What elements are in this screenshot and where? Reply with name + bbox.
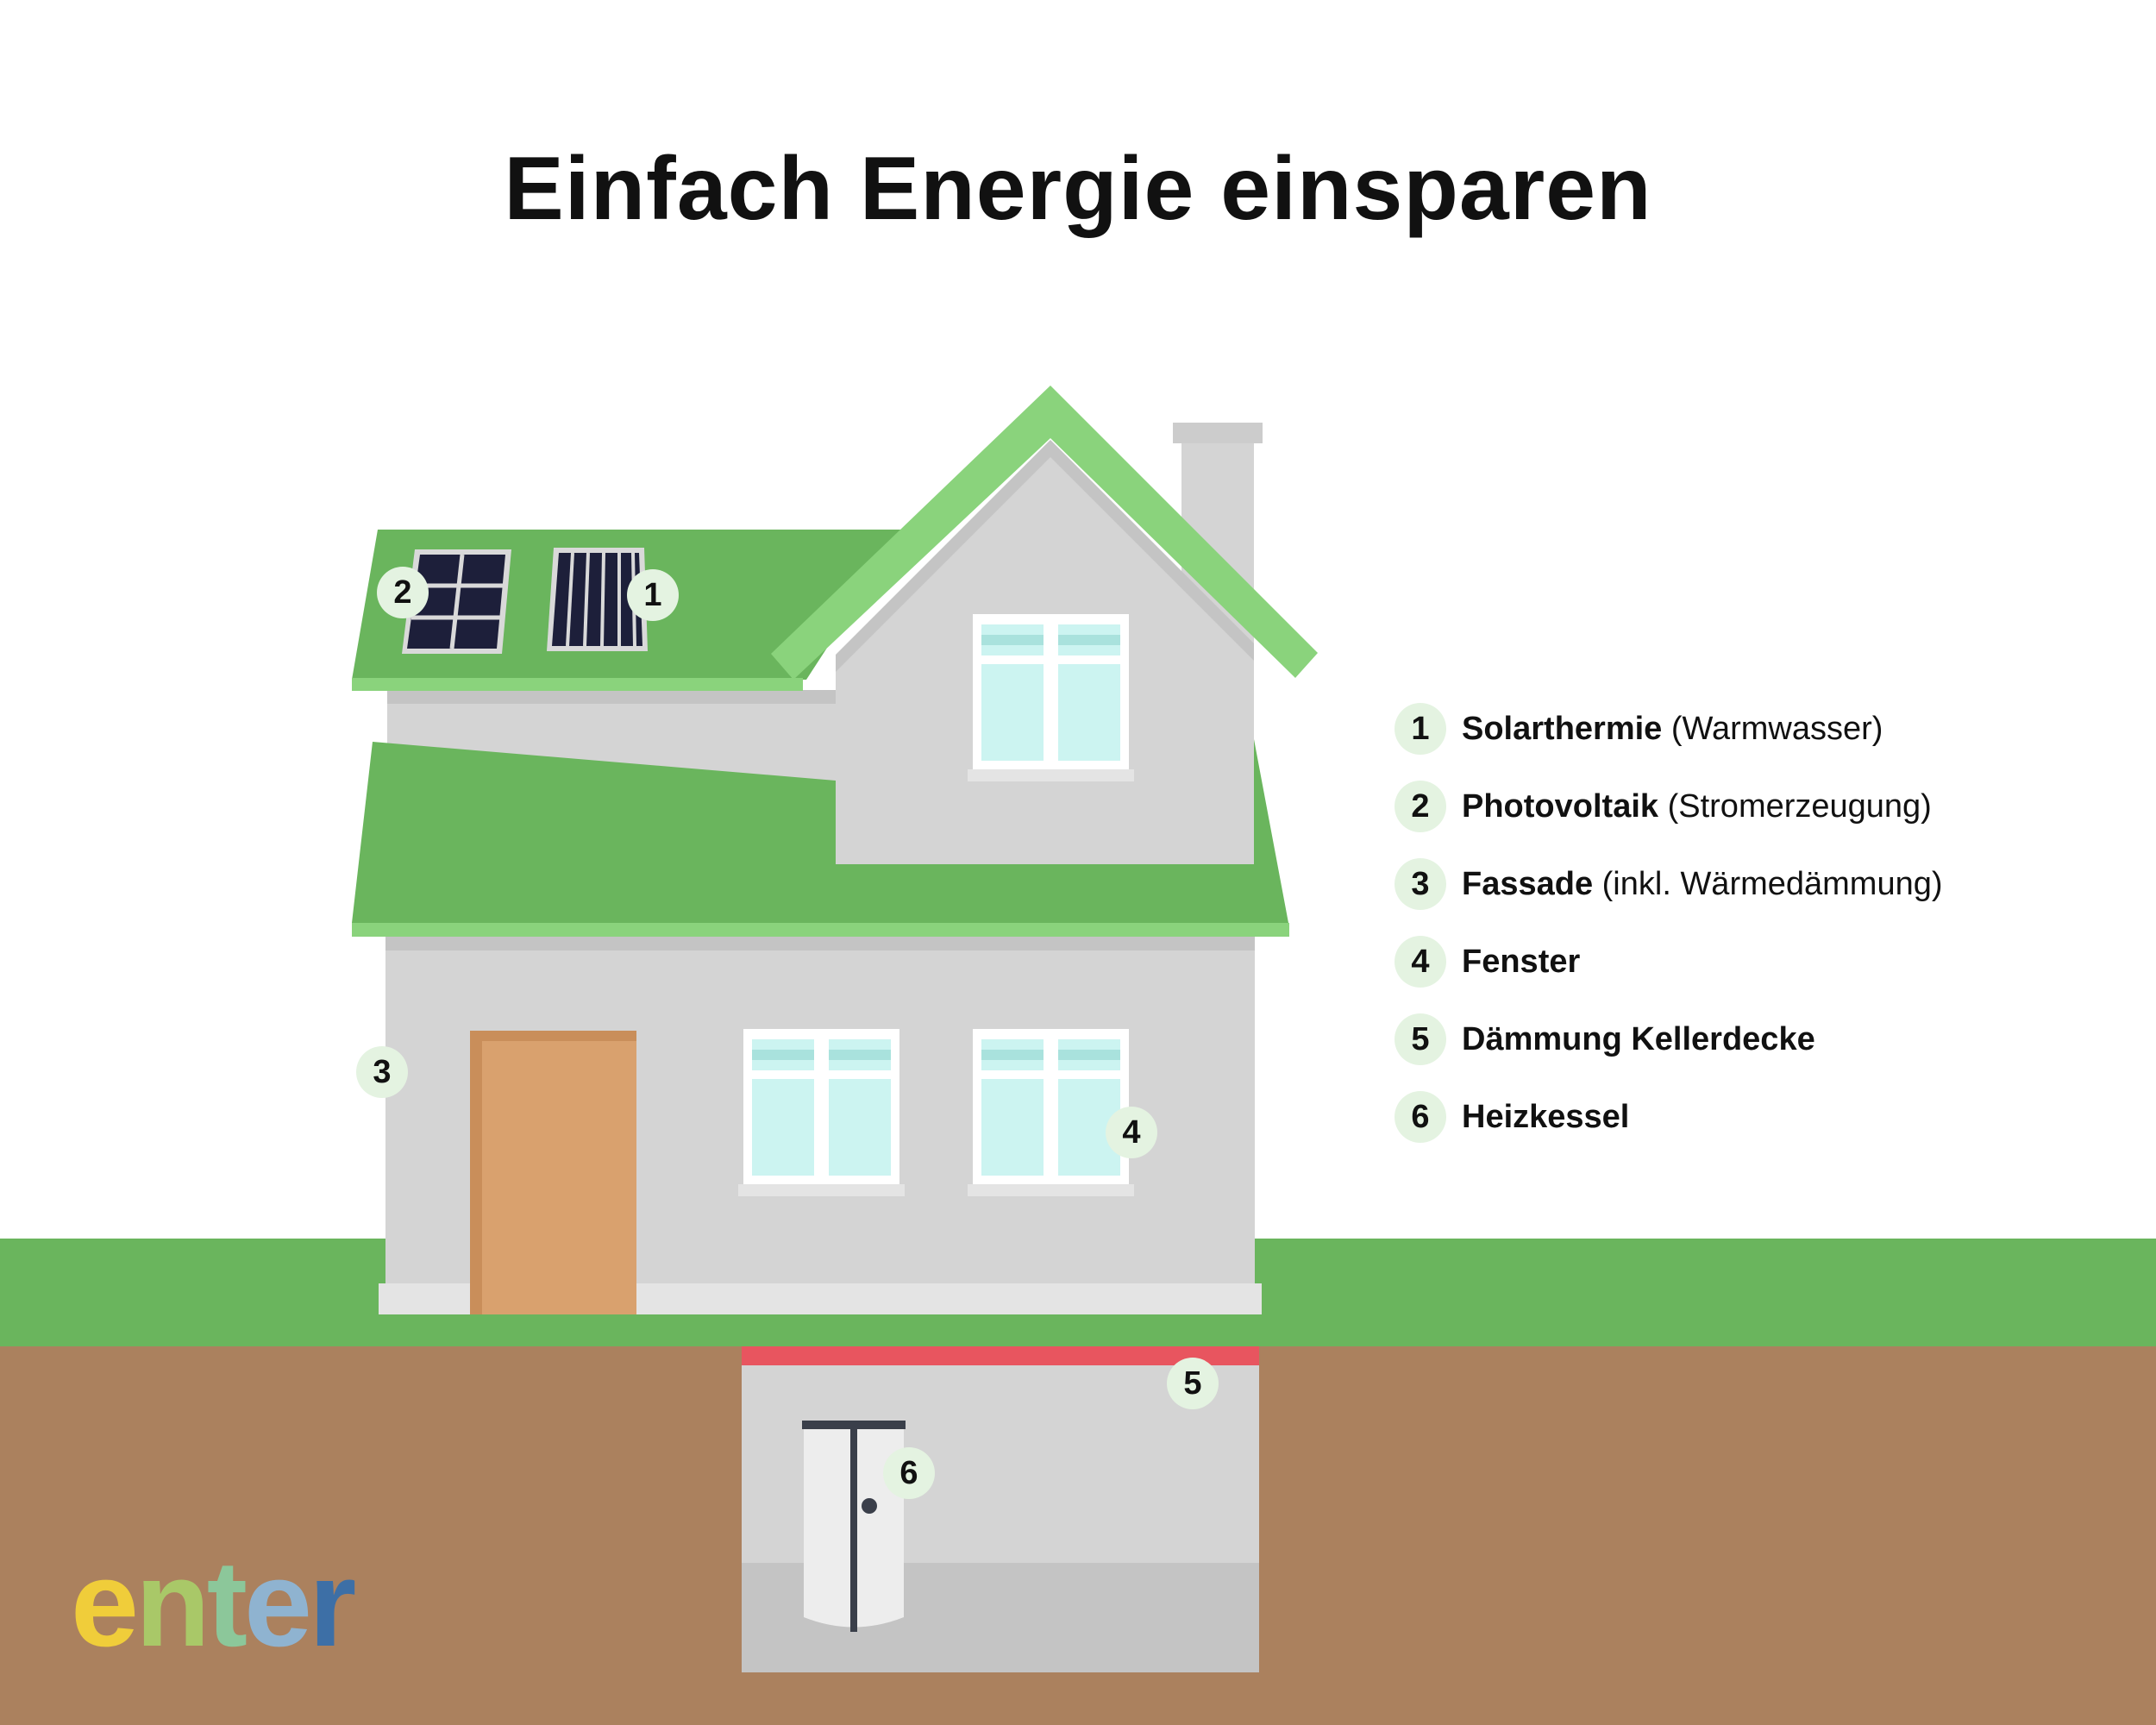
logo-letter: r — [309, 1535, 356, 1672]
legend-number: 3 — [1395, 858, 1446, 910]
legend-label: Photovoltaik — [1462, 787, 1659, 825]
lower-window-right — [968, 1029, 1134, 1196]
legend-text: Fenster — [1462, 944, 1580, 981]
solar-thermal-panel — [547, 548, 648, 651]
legend-number: 5 — [1395, 1013, 1446, 1065]
main-roof — [352, 739, 1288, 923]
logo-letter: e — [71, 1535, 139, 1672]
door-frame-left — [470, 1031, 482, 1314]
upper-wall-left-shadow — [387, 690, 836, 704]
house-wall-shadow — [385, 937, 1255, 950]
legend-label: Solarthermie — [1462, 710, 1663, 747]
legend-note: (Stromerzeugung) — [1667, 787, 1932, 825]
marker-fenster: 4 — [1106, 1107, 1157, 1158]
legend-label: Fassade — [1462, 865, 1594, 902]
legend: 1 Solarthermie (Warmwasser) 2 Photovolta… — [1395, 690, 2136, 1156]
legend-note: (Warmwasser) — [1670, 710, 1883, 747]
boiler — [802, 1421, 906, 1632]
legend-text: Dämmung Kellerdecke — [1462, 1021, 1815, 1058]
page-title: Einfach Energie einsparen — [504, 139, 1652, 239]
legend-text: Heizkessel — [1462, 1099, 1629, 1136]
basement-ceiling-insulation — [742, 1346, 1259, 1365]
enter-logo: enter — [71, 1534, 356, 1675]
logo-letter: e — [244, 1535, 312, 1672]
legend-label: Heizkessel — [1462, 1098, 1630, 1135]
legend-text: Fassade (inkl. Wärmedämmung) — [1462, 866, 1943, 903]
door-frame-shadow — [470, 1031, 636, 1041]
legend-number: 2 — [1395, 781, 1446, 832]
legend-text: Solarthermie (Warmwasser) — [1462, 711, 1883, 748]
legend-number: 4 — [1395, 936, 1446, 988]
legend-number: 1 — [1395, 703, 1446, 755]
marker-solarthermie: 1 — [627, 569, 679, 621]
chimney-cap — [1173, 423, 1263, 443]
logo-letter: t — [206, 1535, 248, 1672]
marker-daemmung-kellerdecke: 5 — [1167, 1358, 1219, 1409]
legend-label: Fenster — [1462, 943, 1581, 980]
legend-text: Photovoltaik (Stromerzeugung) — [1462, 788, 1932, 825]
door — [470, 1031, 636, 1314]
legend-item: 3 Fassade (inkl. Wärmedämmung) — [1395, 845, 2136, 923]
legend-item: 5 Dämmung Kellerdecke — [1395, 1000, 2136, 1078]
legend-item: 1 Solarthermie (Warmwasser) — [1395, 690, 2136, 768]
upper-roof-left-eave — [352, 678, 803, 691]
legend-label: Dämmung Kellerdecke — [1462, 1020, 1815, 1057]
legend-item: 4 Fenster — [1395, 923, 2136, 1000]
legend-number: 6 — [1395, 1091, 1446, 1143]
gable-window — [968, 614, 1134, 781]
legend-note: (inkl. Wärmedämmung) — [1601, 865, 1943, 902]
marker-fassade: 3 — [356, 1046, 408, 1098]
legend-item: 2 Photovoltaik (Stromerzeugung) — [1395, 768, 2136, 845]
lower-window-left — [738, 1029, 905, 1196]
main-roof-eave — [352, 923, 1289, 937]
marker-heizkessel: 6 — [883, 1447, 935, 1499]
marker-photovoltaik: 2 — [377, 567, 429, 618]
photovoltaic-panel — [402, 549, 511, 654]
legend-item: 6 Heizkessel — [1395, 1078, 2136, 1156]
logo-letter: n — [135, 1535, 210, 1672]
